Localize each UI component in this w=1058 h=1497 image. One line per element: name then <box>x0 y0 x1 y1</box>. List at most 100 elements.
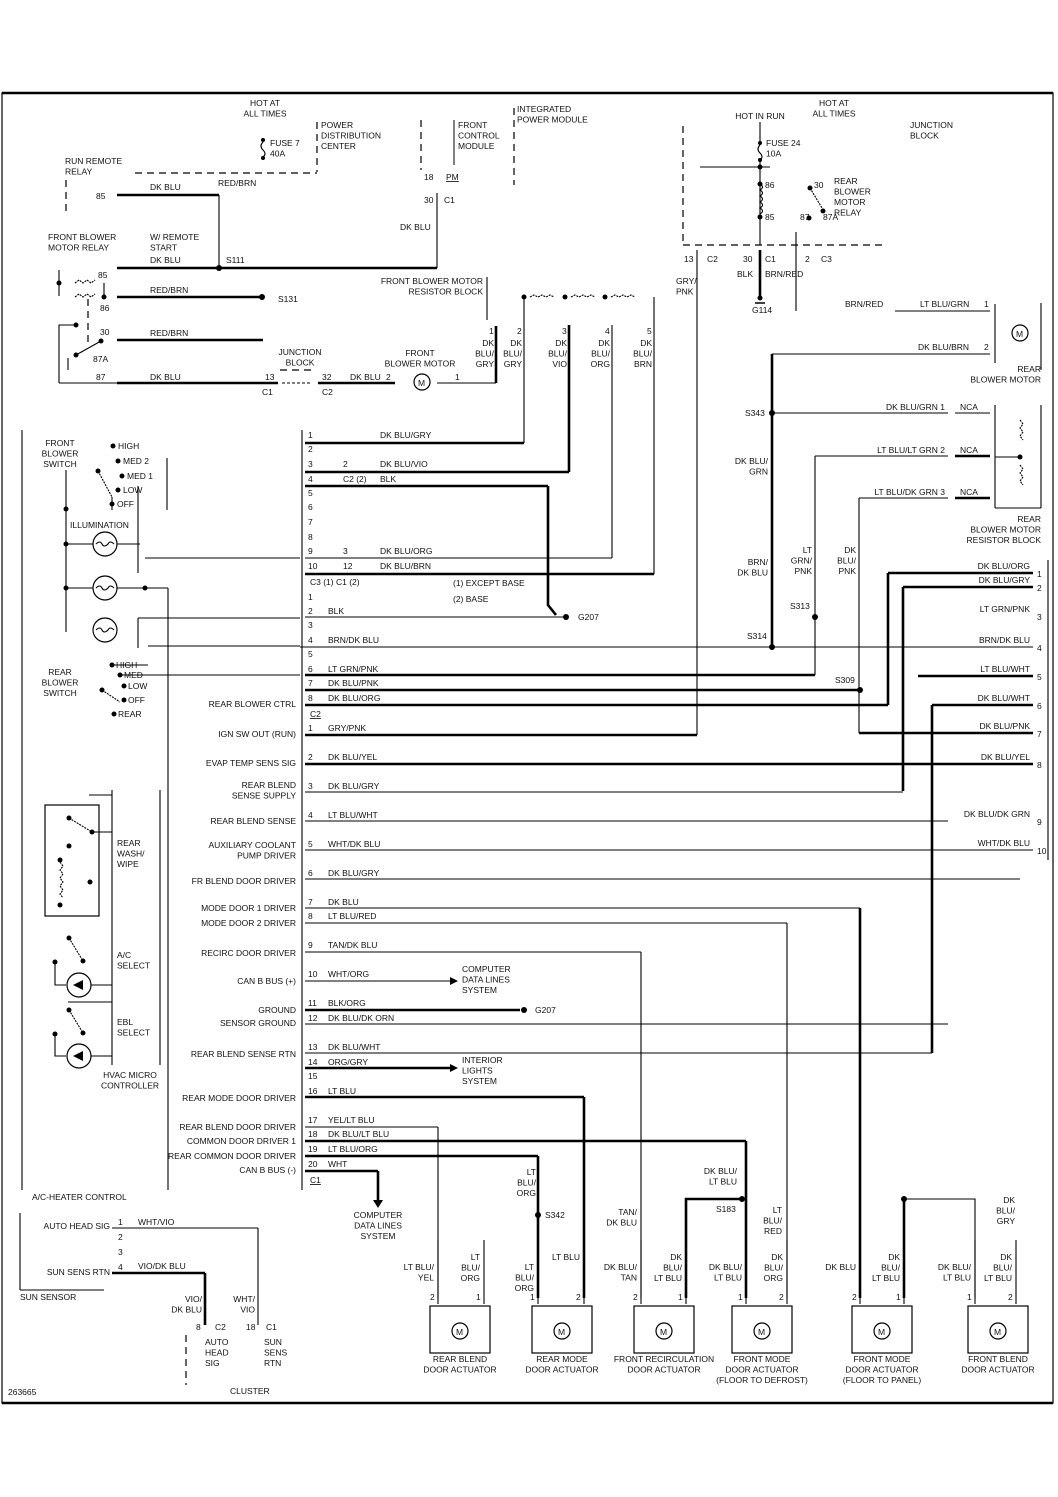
c2-wire-color: LT BLU <box>328 1086 356 1096</box>
pin-label: 18 <box>424 172 434 182</box>
rear-blower-position-label: OFF <box>128 695 145 705</box>
front-blower-position-label: OFF <box>117 499 134 509</box>
terminal-dot <box>115 458 121 464</box>
actuator-wire-color: LT BLU <box>552 1252 580 1262</box>
right-pin-number: 6 <box>1037 701 1042 711</box>
connector-c1-footer: C1 <box>310 1175 321 1185</box>
connector-c2-header: C2 <box>310 709 321 719</box>
pin-label: 13 <box>684 254 694 264</box>
c2-pin-function: MODE DOOR 2 DRIVER <box>201 918 296 928</box>
c2-pin-function: FR BLEND DOOR DRIVER <box>192 876 296 886</box>
splice-s131 <box>259 294 265 300</box>
connector-label: C2 <box>322 387 333 397</box>
pin-label: 87A <box>93 354 108 364</box>
c3-pin-number: 7 <box>308 517 313 527</box>
c3-pin-number: 9 <box>308 546 313 556</box>
svg-text:M: M <box>418 378 425 388</box>
actuator-pin-number: 2 <box>576 1292 581 1302</box>
c3-alt-pin: 3 <box>343 546 348 556</box>
motor-symbol: M <box>558 1327 565 1337</box>
wire-color-label: DK BLU <box>150 255 181 265</box>
pin-label: 18 <box>246 1322 256 1332</box>
resistor-pin-label: 3 <box>562 326 567 336</box>
wire-color-label: WHT/VIO <box>233 1294 255 1315</box>
c3-pin-number: 2 <box>308 444 313 454</box>
ground-g207-label: G207 <box>578 612 599 622</box>
sun-sensor-label: SUN SENSOR <box>20 1292 76 1302</box>
pin-label: 8 <box>196 1322 201 1332</box>
door-actuator-box <box>531 1305 593 1354</box>
legend-base: (2) BASE <box>453 594 489 604</box>
rear-blower-position-label: REAR <box>118 709 142 719</box>
actuator-pin-number: 1 <box>678 1292 683 1302</box>
c1-pin-number: 6 <box>308 664 313 674</box>
c2-wire-color: YEL/LT BLU <box>328 1115 374 1125</box>
door-actuator-box <box>851 1305 913 1354</box>
pin-label: 87A <box>823 212 838 222</box>
c2-pin-function: COMMON DOOR DRIVER 1 <box>187 1136 296 1146</box>
actuator-motor-icon <box>989 1322 1007 1340</box>
pin-label: 87 <box>96 372 106 382</box>
wire-color-label: BRN/RED <box>765 269 803 279</box>
wire-color-label: VIO/DK BLU <box>171 1294 202 1315</box>
right-pin-number: 5 <box>1037 672 1042 682</box>
connector-label: C3 <box>821 254 832 264</box>
actuator-wire-color: DK BLU/TAN <box>604 1262 638 1283</box>
front-blower-position-label: HIGH <box>118 441 139 451</box>
c2-pin-function: REAR MODE DOOR DRIVER <box>182 1093 296 1103</box>
ground-g207-label: G207 <box>535 1005 556 1015</box>
c3-alt-pin: 2 <box>343 459 348 469</box>
c1-wire-color: BRN/DK BLU <box>328 635 379 645</box>
wire-color-label: GRY/PNK <box>676 276 697 297</box>
cluster-label: CLUSTER <box>230 1386 270 1396</box>
front-blower-position-label: MED 1 <box>127 471 153 481</box>
c3-wire-color: DK BLU/BRN <box>380 561 431 571</box>
connector-label: C1 <box>765 254 776 264</box>
c2-pin-number: 12 <box>308 1013 318 1023</box>
figure-id: 263665 <box>8 1387 37 1397</box>
front-blower-position-label: LOW <box>123 485 142 495</box>
c2-wire-color: LT BLU/WHT <box>328 810 378 820</box>
c2-pin-number: 17 <box>308 1115 318 1125</box>
c1-pin-number: 2 <box>308 606 313 616</box>
right-pin-wire-color: DK BLU/YEL <box>981 752 1030 762</box>
c1-wire-color: BLK <box>328 606 344 616</box>
connector-label: C1 <box>444 195 455 205</box>
wire-color-label: LT BLU/GRN <box>920 299 969 309</box>
c2-wire-color: DK BLU/WHT <box>328 1042 380 1052</box>
legend-except-base: (1) EXCEPT BASE <box>453 578 525 588</box>
c2-pin-function: REAR BLEND SENSE <box>211 816 297 826</box>
actuator-pin-number: 2 <box>430 1292 435 1302</box>
c1-pin-number: 4 <box>308 635 313 645</box>
right-pin-number: 1 <box>1037 569 1042 579</box>
splice-label: S183 <box>716 1204 736 1214</box>
actuator-pin-number: 2 <box>852 1292 857 1302</box>
pin-label: 86 <box>100 303 110 313</box>
c3-pin-number: 5 <box>308 488 313 498</box>
c3-wire-color: DK BLU/VIO <box>380 459 428 469</box>
c2-pin-function: REAR BLEND SENSE RTN <box>191 1049 296 1059</box>
splice-s111 <box>216 265 222 271</box>
wire-color-label: BRN/DK BLU <box>737 557 768 578</box>
motor-symbol: M <box>994 1327 1001 1337</box>
actuator-pin-number: 1 <box>896 1292 901 1302</box>
